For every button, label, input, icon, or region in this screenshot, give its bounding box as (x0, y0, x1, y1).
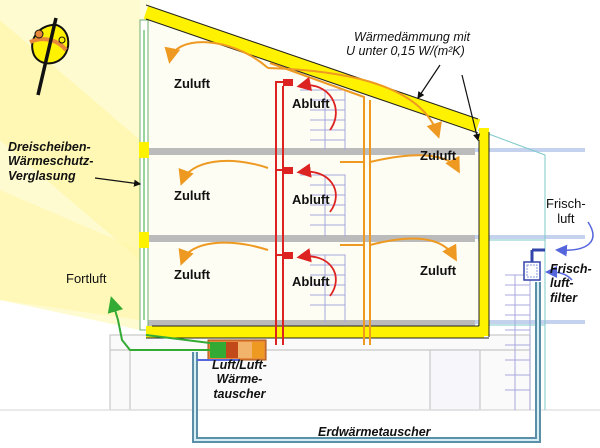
ground-heat-exchanger-duct (192, 282, 541, 443)
fresh-air-arrow-2 (545, 266, 573, 281)
filter-label: Frisch- luft- filter (550, 262, 592, 305)
fresh-air-label: Frisch- luft (546, 196, 586, 227)
glazing-label: Dreischeiben- Wärmeschutz- Verglasung (8, 140, 93, 183)
glazing-label-line-2: Wärmeschutz- (8, 154, 94, 169)
supply-air-label-3: Zuluft (174, 188, 211, 203)
extract-air-flows (296, 76, 337, 297)
triple-glazing (139, 19, 149, 331)
extract-air-label-2: Abluft (292, 192, 330, 207)
fresh-air-label-line-1: Frisch- (546, 196, 586, 211)
fresh-air-filter (523, 248, 545, 281)
heat-exchanger-label-line-2: Wärme- (216, 372, 263, 387)
filter-label-line-1: Frisch- (550, 262, 592, 276)
supply-air-label-1: Zuluft (174, 76, 211, 91)
supply-air-label-5: Zuluft (420, 263, 457, 278)
extract-air-ducts (275, 79, 293, 345)
supply-air-label-2: Zuluft (420, 148, 457, 163)
heat-exchanger-label: Luft/Luft- Wärme- tauscher (212, 358, 267, 401)
heat-recovery-unit (207, 339, 267, 361)
leader-lines (94, 64, 481, 187)
supply-air-flows (164, 41, 460, 266)
basement (0, 334, 600, 411)
insulation-label: Wärmedämmung mit U unter 0,15 W/(m²K) (346, 30, 470, 59)
glazing-label-line-3: Verglasung (8, 168, 76, 183)
heat-exchanger-label-line-1: Luft/Luft- (212, 358, 267, 372)
ground-exchanger-label: Erdwärmetauscher (318, 425, 431, 439)
filter-label-line-2: luft- (550, 276, 574, 291)
filter-label-line-3: filter (550, 290, 578, 305)
extract-air-label-1: Abluft (292, 96, 330, 111)
supply-air-ducts (269, 62, 371, 345)
insulation-label-line-2: U unter 0,15 W/(m²K) (346, 44, 465, 59)
heat-exchanger-label-line-3: tauscher (213, 386, 266, 401)
phi-logo-icon (29, 17, 70, 96)
glazing-label-line-1: Dreischeiben- (8, 140, 91, 154)
insulation-envelope (143, 4, 490, 339)
extract-air-label-3: Abluft (292, 274, 330, 289)
supply-air-label-4: Zuluft (174, 267, 211, 282)
fresh-air-label-line-2: luft (557, 210, 575, 226)
fresh-air-arrow (555, 221, 594, 257)
exhaust-air-duct (107, 296, 211, 351)
insulation-label-line-1: Wärmedämmung mit (354, 30, 470, 44)
exhaust-air-label: Fortluft (66, 271, 107, 286)
